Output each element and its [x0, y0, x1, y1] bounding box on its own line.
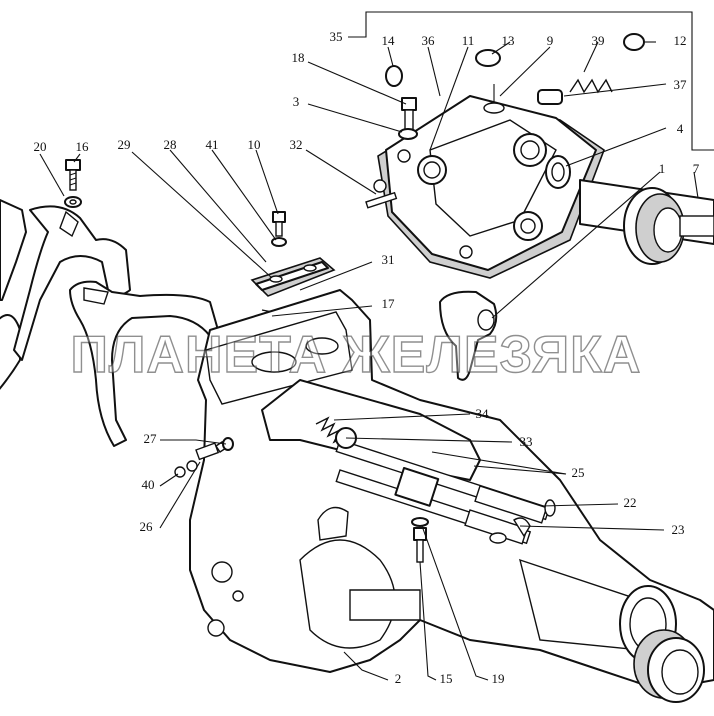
watermark-text: ПЛАНЕТА ЖЕЛЕЗЯКА: [71, 326, 642, 384]
callout-labels: 35 14 36 11 13 9 39 12 18 37 3 4 20 16 2…: [34, 29, 700, 686]
callout-32: 32: [290, 137, 303, 152]
washer-19: [411, 517, 429, 527]
plug-13: [475, 49, 501, 67]
callout-28: 28: [164, 137, 177, 152]
leader-lines: [39, 11, 714, 681]
callout-19: 19: [492, 671, 505, 686]
breather-9: [483, 84, 505, 114]
bearing-4: [545, 155, 571, 189]
callout-17: 17: [382, 296, 396, 311]
callout-41: 41: [206, 137, 219, 152]
shift-shaft-7: [579, 179, 714, 265]
callout-9: 9: [547, 33, 554, 48]
callout-7: 7: [693, 161, 700, 176]
selector-mechanism: [261, 379, 556, 545]
callout-34: 34: [476, 406, 490, 421]
callout-13: 13: [502, 33, 515, 48]
washer-41: [271, 237, 287, 247]
callout-33: 33: [520, 434, 533, 449]
callout-20: 20: [34, 139, 47, 154]
plunger-37: [537, 89, 563, 105]
washer-20: [64, 196, 82, 208]
callout-35: 35: [330, 29, 343, 44]
callout-31: 31: [382, 252, 395, 267]
callout-15: 15: [440, 671, 453, 686]
bolt-16: [65, 159, 81, 191]
callout-39: 39: [592, 33, 605, 48]
rear-seal-stack: [633, 629, 705, 703]
callout-4: 4: [677, 121, 684, 136]
callout-18: 18: [292, 50, 305, 65]
pin-32: [365, 191, 398, 209]
spring-39: [569, 78, 613, 94]
shift-fork-left: [0, 199, 27, 390]
callout-22: 22: [624, 495, 637, 510]
bolt-18: [401, 97, 417, 131]
callout-3: 3: [293, 94, 300, 109]
plug-12: [623, 33, 645, 51]
callout-40: 40: [142, 477, 155, 492]
callout-25: 25: [572, 465, 585, 480]
cover-plate-29: [250, 257, 336, 297]
washer-3: [398, 128, 418, 140]
callout-1: 1: [659, 161, 666, 176]
callout-14: 14: [382, 33, 396, 48]
top-cover-assembly: [373, 95, 605, 279]
shift-fork-front: [69, 280, 219, 447]
callout-27: 27: [144, 431, 158, 446]
callout-2: 2: [395, 671, 402, 686]
bolt-10: [272, 211, 286, 237]
callout-11: 11: [462, 33, 475, 48]
callout-16: 16: [76, 139, 90, 154]
callout-10: 10: [248, 137, 261, 152]
plug-14: [385, 65, 403, 87]
callout-36: 36: [422, 33, 436, 48]
callout-26: 26: [140, 519, 154, 534]
callout-29: 29: [118, 137, 131, 152]
callout-37: 37: [674, 77, 688, 92]
callout-12: 12: [674, 33, 687, 48]
callout-23: 23: [672, 522, 685, 537]
lever-1: [439, 290, 498, 381]
